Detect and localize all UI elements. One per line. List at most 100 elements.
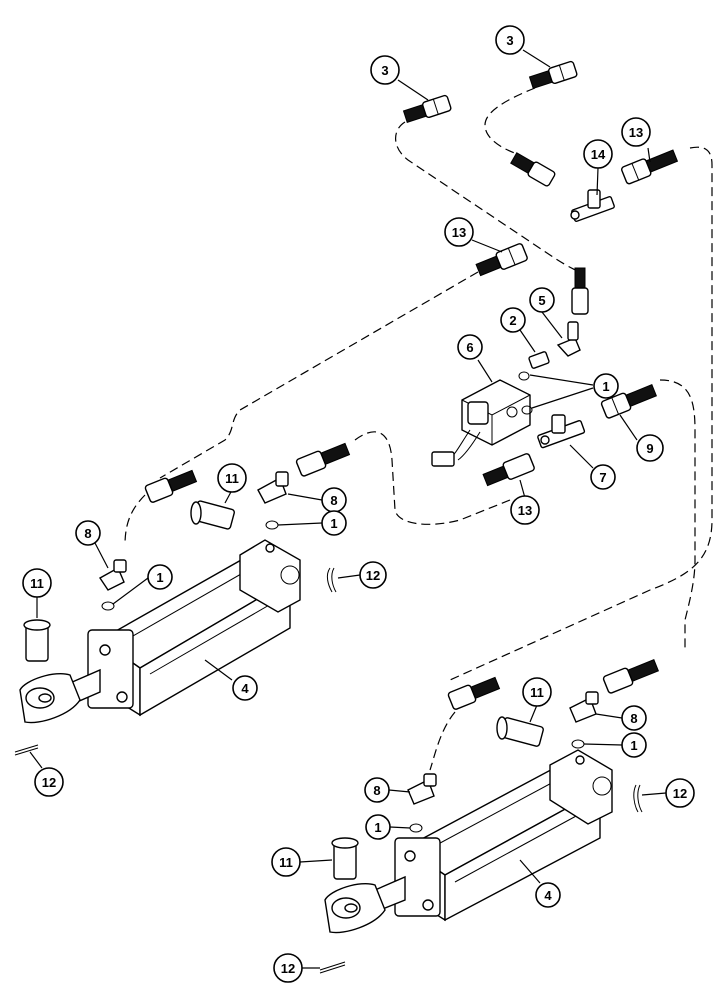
tee-fitting-14 — [570, 189, 615, 222]
callout-3-upper-right: 3 — [495, 25, 525, 55]
svg-text:13: 13 — [629, 125, 643, 140]
callout-12-mid: 12 — [359, 561, 387, 589]
callout-4-left: 4 — [232, 675, 258, 701]
tee-fitting-7 — [537, 414, 586, 449]
hose-end-mid — [295, 442, 351, 477]
elbow-fitting-mid — [257, 471, 289, 530]
svg-text:14: 14 — [591, 147, 606, 162]
svg-text:12: 12 — [42, 775, 56, 790]
pin-11-right-upper — [496, 716, 544, 747]
callout-12-left: 12 — [34, 767, 64, 797]
svg-text:12: 12 — [281, 961, 295, 976]
hose-line-2 — [484, 87, 536, 156]
svg-text:3: 3 — [506, 33, 513, 48]
elbow-fitting-left — [98, 559, 127, 611]
hose-line-4 — [159, 271, 479, 479]
hose-end-mid-left — [144, 469, 198, 503]
svg-text:13: 13 — [452, 225, 466, 240]
elbow-fitting-right-upper — [569, 691, 599, 749]
svg-text:1: 1 — [156, 570, 163, 585]
svg-text:11: 11 — [225, 471, 239, 486]
valve-block-6 — [431, 379, 531, 467]
callout-11-mid: 11 — [217, 463, 247, 493]
callout-11-right-lower: 11 — [271, 847, 301, 877]
svg-text:1: 1 — [602, 379, 609, 394]
pin-11-left — [23, 619, 51, 662]
callout-12-bottom: 12 — [273, 953, 303, 983]
svg-text:2: 2 — [509, 313, 516, 328]
svg-text:9: 9 — [646, 441, 653, 456]
hose-lines — [124, 87, 713, 771]
callout-1-right-lower: 1 — [365, 814, 391, 840]
callout-12-right: 12 — [665, 778, 695, 808]
callout-13-lower: 13 — [510, 495, 540, 525]
hose-end-13c — [482, 453, 535, 487]
callout-5: 5 — [529, 287, 555, 313]
svg-text:1: 1 — [330, 516, 337, 531]
callout-14: 14 — [583, 139, 613, 169]
callout-1-right-upper: 1 — [621, 732, 647, 758]
callout-13-mid: 13 — [444, 217, 474, 247]
callout-8-mid: 8 — [321, 487, 347, 513]
hose-end-3a — [402, 94, 452, 123]
svg-text:12: 12 — [673, 786, 687, 801]
elbow-fitting-right-lower — [407, 773, 437, 833]
svg-text:11: 11 — [530, 685, 544, 700]
hose-end-upper-left — [510, 152, 556, 187]
callout-7: 7 — [590, 464, 616, 490]
clip-12-left — [14, 744, 39, 756]
elbow-5 — [556, 321, 581, 357]
hose-line-7 — [124, 494, 146, 546]
hose-line-1 — [395, 121, 581, 276]
svg-text:7: 7 — [599, 470, 606, 485]
pin-11-mid — [190, 500, 235, 530]
svg-text:8: 8 — [373, 783, 380, 798]
svg-text:4: 4 — [241, 681, 249, 696]
svg-text:12: 12 — [366, 568, 380, 583]
hose-end-3b — [528, 60, 578, 89]
callout-3-upper-left: 3 — [370, 55, 400, 85]
svg-text:11: 11 — [279, 855, 293, 870]
hose-line-6 — [659, 379, 696, 650]
callout-6: 6 — [457, 334, 483, 360]
svg-text:8: 8 — [84, 526, 91, 541]
svg-text:8: 8 — [330, 493, 337, 508]
hose-end-13a — [621, 149, 679, 185]
cylinder-left — [19, 539, 301, 724]
callout-13-top: 13 — [621, 117, 651, 147]
svg-text:6: 6 — [466, 340, 473, 355]
hose-end-9 — [600, 384, 658, 419]
callout-2: 2 — [500, 307, 526, 333]
callout-1-mid: 1 — [321, 510, 347, 536]
hose-line-3 — [449, 146, 713, 681]
o-rings-1 — [518, 371, 533, 415]
callout-8-right-upper: 8 — [621, 705, 647, 731]
hose-end-lower-left — [447, 676, 501, 710]
callout-1-valve: 1 — [593, 373, 619, 399]
svg-text:4: 4 — [544, 888, 552, 903]
callout-8-right-lower: 8 — [364, 777, 390, 803]
clip-12-bottom — [319, 961, 346, 974]
hose-end-13b — [475, 243, 528, 277]
hose-line-5 — [354, 431, 511, 525]
callout-4-right: 4 — [535, 882, 561, 908]
svg-text:3: 3 — [381, 63, 388, 78]
hose-end-vertical — [571, 267, 589, 315]
svg-text:1: 1 — [374, 820, 381, 835]
clip-12-right — [633, 784, 643, 813]
svg-text:5: 5 — [538, 293, 545, 308]
cylinder-right — [324, 749, 613, 934]
hose-end-lower-right — [602, 659, 660, 694]
callout-8-left: 8 — [75, 520, 101, 546]
callout-11-left: 11 — [22, 568, 52, 598]
callout-9: 9 — [636, 434, 664, 462]
pin-11-right-lower — [331, 837, 359, 880]
adapter-2 — [528, 351, 550, 369]
svg-text:13: 13 — [518, 503, 532, 518]
clip-12-mid — [326, 567, 337, 593]
hose-line-8 — [429, 711, 456, 771]
callout-1-left: 1 — [147, 564, 173, 590]
svg-text:8: 8 — [630, 711, 637, 726]
svg-text:11: 11 — [30, 576, 44, 591]
